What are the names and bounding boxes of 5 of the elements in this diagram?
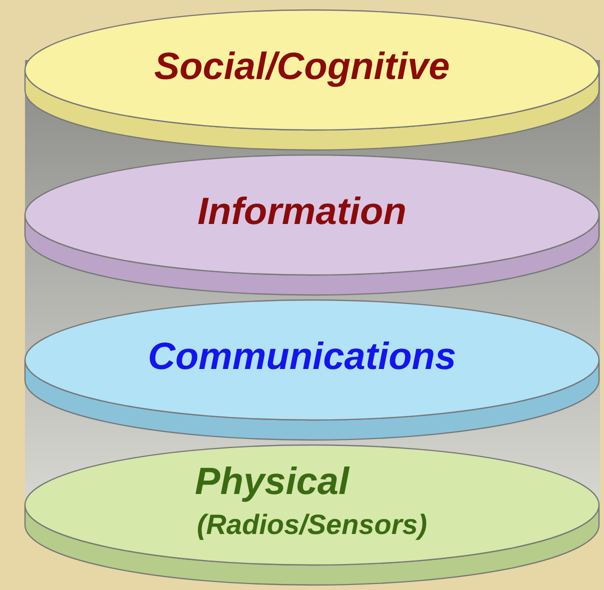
layer-label: Communications [146,336,458,379]
layer-label: Information [196,191,408,234]
layer-label: Social/Cognitive [153,46,451,89]
layer-sublabel: (Radios/Sensors) [196,509,428,541]
layer-label: Physical [194,461,351,504]
